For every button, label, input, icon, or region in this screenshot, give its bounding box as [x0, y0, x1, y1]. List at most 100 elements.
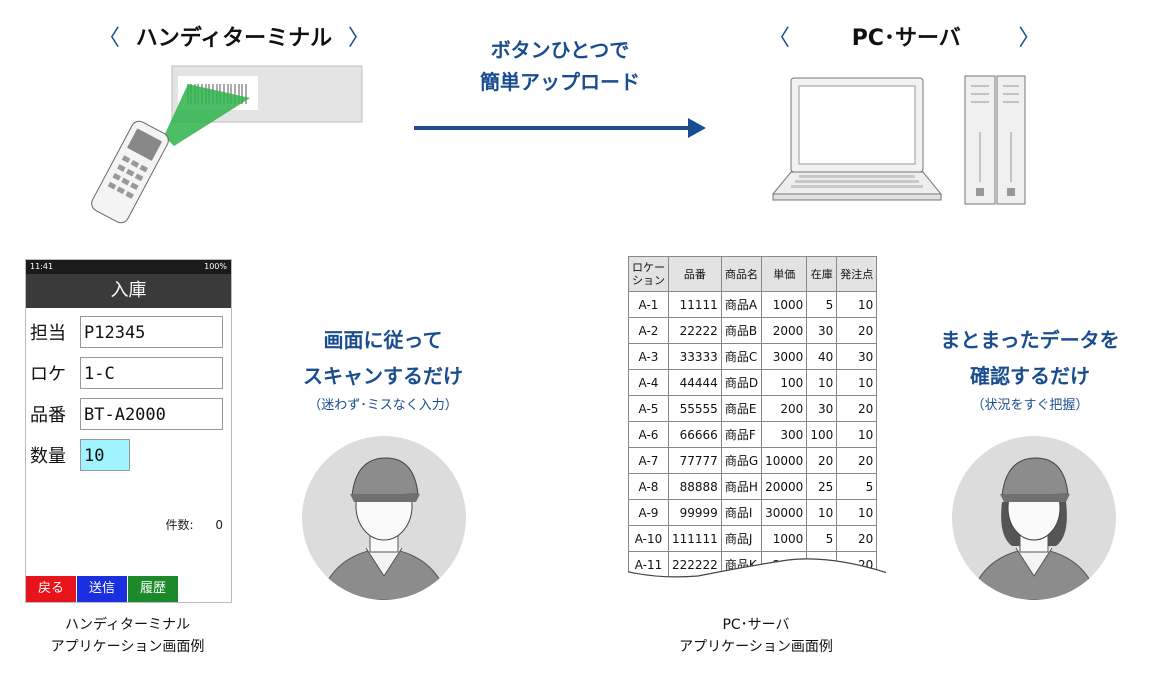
table-cell: 25	[806, 473, 838, 500]
table-cell: 55555	[668, 395, 722, 422]
back-button[interactable]: 戻る	[26, 576, 76, 602]
right-message-line1: まとまったデータを	[940, 328, 1120, 352]
table-cell: 20	[836, 317, 878, 344]
table-cell: 20	[836, 447, 878, 474]
staff-input[interactable]: P12345	[80, 316, 223, 348]
table-cell: 100	[806, 421, 838, 448]
record-count: 件数: 0	[165, 516, 223, 533]
table-cell: 20	[806, 447, 838, 474]
bracket-open: 〈	[98, 26, 121, 51]
table-cell: 2000	[761, 317, 808, 344]
field-label: ロケ	[30, 364, 66, 385]
handheld-scanner-illustration	[91, 65, 363, 224]
worker-avatar-right	[952, 436, 1116, 600]
scanner-device	[91, 120, 169, 224]
record-count-value: 0	[215, 518, 223, 532]
table-header-row: ロケー ション 品番 商品名 単価 在庫 発注点	[628, 256, 878, 292]
right-message: まとまったデータを 確認するだけ （状況をすぐ把握）	[910, 322, 1150, 413]
table-cell: 商品G	[720, 447, 763, 474]
field-label: 品番	[30, 405, 66, 426]
history-button[interactable]: 履歴	[128, 576, 178, 602]
table-cell: 1000	[761, 291, 808, 318]
table-cell: 10	[836, 499, 878, 526]
table-cell: 商品J	[720, 525, 763, 552]
location-input[interactable]: 1-C	[80, 357, 223, 389]
table-cell: A-2	[628, 317, 669, 344]
table-cell: A-9	[628, 499, 669, 526]
column-header: 商品名	[720, 256, 763, 292]
laptop-icon	[771, 77, 943, 201]
table-cell: 10	[836, 369, 878, 396]
table-cell: 10000	[761, 447, 808, 474]
upload-message-line1: ボタンひとつで	[490, 38, 630, 62]
table-cell: 商品H	[720, 473, 763, 500]
table-cell: 100	[761, 369, 808, 396]
handheld-caption-line2: アプリケーション画面例	[50, 639, 205, 655]
table-cell: 200	[761, 395, 808, 422]
pc-header: 〈 PC･サーバ 〉	[768, 20, 1040, 52]
field-row-part-number: 品番 BT-A2000	[30, 398, 223, 430]
column-header: 品番	[668, 256, 722, 292]
table-cell: 10	[806, 369, 838, 396]
worker-icon	[319, 457, 449, 600]
table-cell: 20	[836, 395, 878, 422]
table-cell: 11111	[668, 291, 722, 318]
quantity-input[interactable]: 10	[80, 439, 130, 471]
table-cell: 1000	[761, 525, 808, 552]
bracket-close: 〉	[1018, 26, 1041, 51]
table-cell: 66666	[668, 421, 722, 448]
bracket-open: 〈	[768, 26, 791, 51]
scan-beam	[164, 84, 250, 146]
table-cell: 40	[806, 343, 838, 370]
left-message-line2: スキャンするだけ	[303, 364, 463, 388]
handheld-header-text: ハンディターミナル	[135, 26, 333, 51]
upload-message-line2: 簡単アップロード	[480, 70, 640, 94]
table-cell: A-8	[628, 473, 669, 500]
handheld-caption-line1: ハンディターミナル	[64, 617, 191, 633]
table-cell: 10	[836, 421, 878, 448]
table-cell: 商品D	[720, 369, 763, 396]
column-header: ロケー ション	[628, 256, 669, 292]
status-time: 11:41	[30, 262, 54, 271]
handheld-caption: ハンディターミナル アプリケーション画面例	[25, 614, 230, 658]
table-cell: 300	[761, 421, 808, 448]
table-cell: A-10	[628, 525, 669, 552]
upload-message: ボタンひとつで 簡単アップロード	[440, 34, 680, 98]
screen-title: 入庫	[26, 274, 231, 308]
table-cell: 商品C	[720, 343, 763, 370]
table-cell: A-5	[628, 395, 669, 422]
field-label: 担当	[30, 323, 66, 344]
part-number-input[interactable]: BT-A2000	[80, 398, 223, 430]
table-cell: 商品B	[720, 317, 763, 344]
record-count-label: 件数:	[165, 518, 194, 532]
table-cell: 3000	[761, 343, 808, 370]
table-cell: 30000	[761, 499, 808, 526]
table-cell: 20	[836, 525, 878, 552]
table-cell: 99999	[668, 499, 722, 526]
worker-icon	[969, 457, 1099, 600]
bracket-close: 〉	[347, 26, 370, 51]
table-cell: 77777	[668, 447, 722, 474]
table-cell: 20000	[761, 473, 808, 500]
send-button[interactable]: 送信	[77, 576, 127, 602]
table-cell: 商品E	[720, 395, 763, 422]
action-bar: 戻る 送信 履歴	[26, 576, 179, 602]
table-cell: 5	[806, 291, 838, 318]
column-header: 在庫	[806, 256, 838, 292]
table-cell: 111111	[668, 525, 722, 552]
table-cell: 商品A	[720, 291, 763, 318]
right-message-line2: 確認するだけ	[970, 364, 1090, 388]
table-cell: 33333	[668, 343, 722, 370]
column-header: 発注点	[836, 256, 878, 292]
field-row-quantity: 数量 10	[30, 439, 130, 471]
table-cell: 22222	[668, 317, 722, 344]
table-cell: 商品F	[720, 421, 763, 448]
